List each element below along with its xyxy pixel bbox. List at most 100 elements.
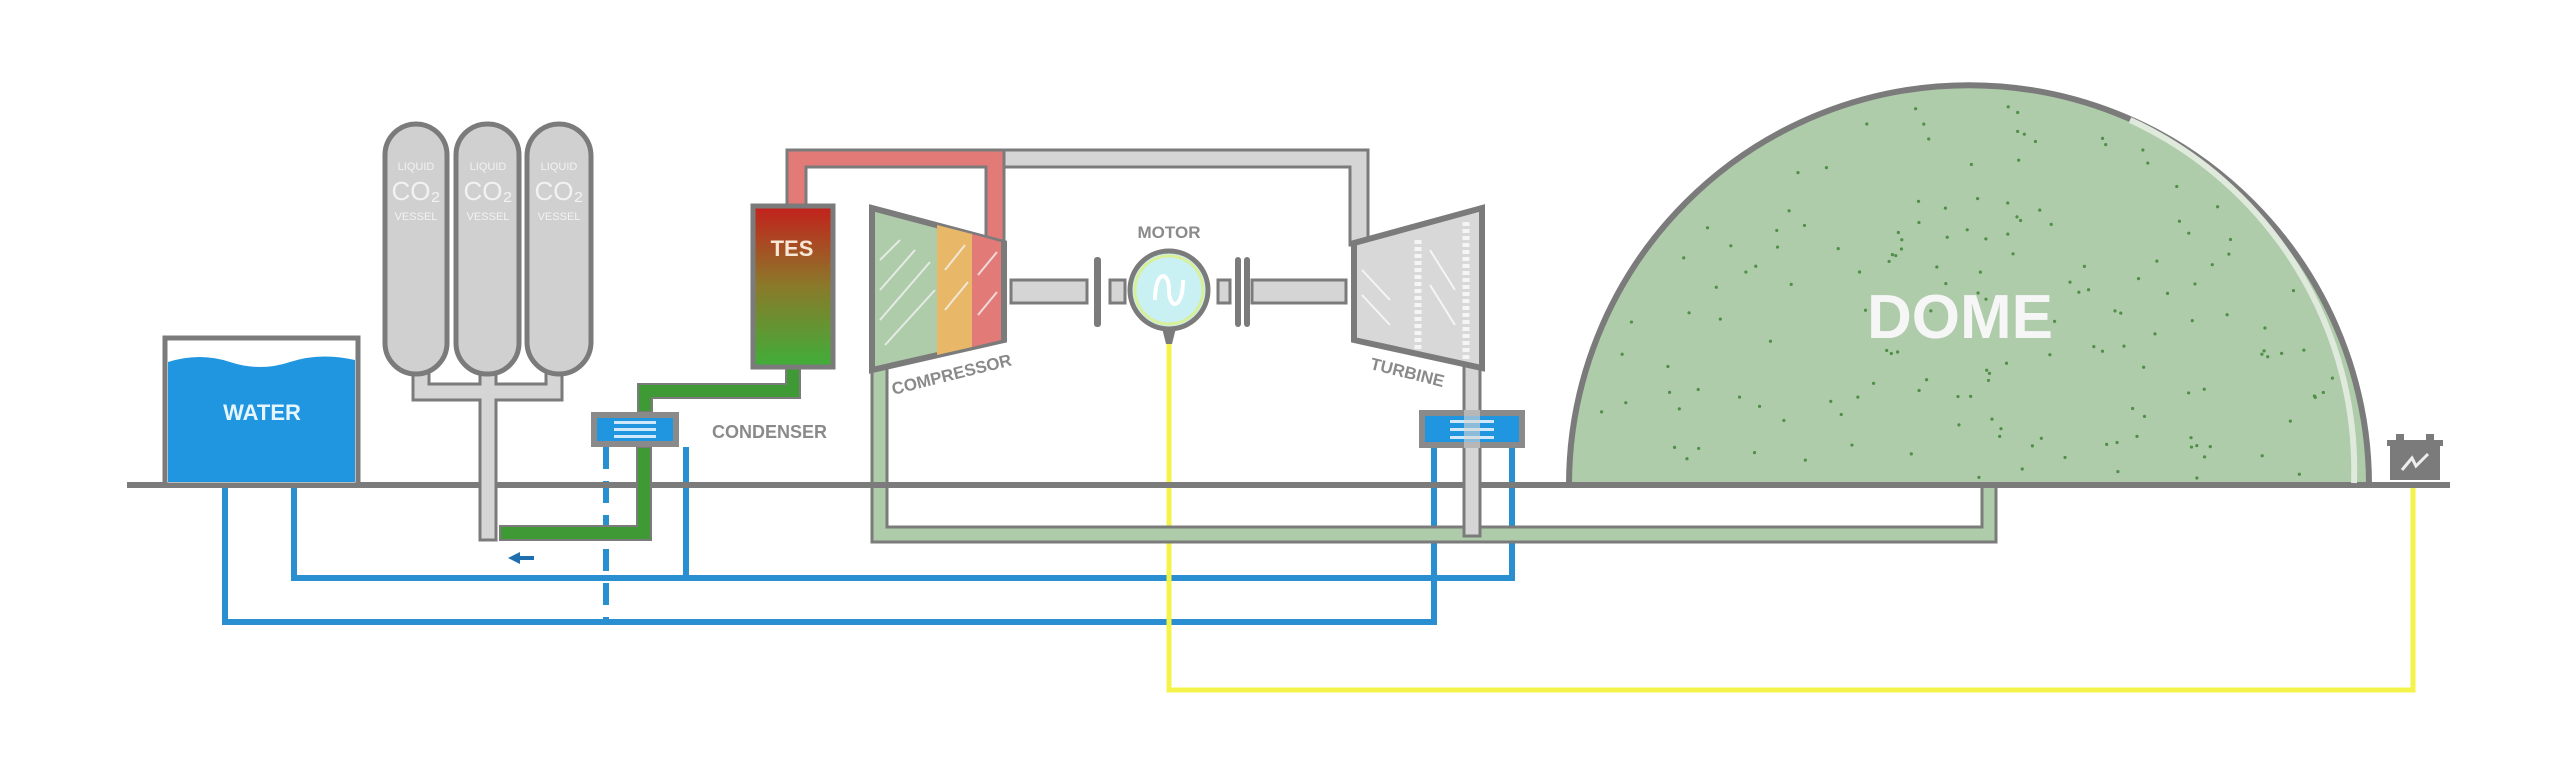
gas-particle <box>1824 166 1829 170</box>
vessel-label-top: LIQUID <box>470 161 507 173</box>
liquid-co2-pipe-lower <box>499 446 652 541</box>
gas-particle <box>2135 434 2139 439</box>
gas-particle <box>1856 395 1860 399</box>
gas-particle <box>2288 419 2292 423</box>
gas-particle <box>1887 259 1891 264</box>
gas-particle <box>1796 171 1800 175</box>
gas-particle <box>1629 320 1634 324</box>
gas-particle <box>1976 291 1980 295</box>
gas-particle <box>1999 427 2003 431</box>
dome-gas-particles <box>1599 105 2334 480</box>
gas-particle <box>1917 388 1921 393</box>
gas-particle <box>1985 368 1989 372</box>
gas-particle <box>2016 110 2020 115</box>
vessel-2: LIQUID CO₂ VESSEL <box>453 121 522 377</box>
gas-particle <box>1677 407 1681 411</box>
gas-particle <box>1889 351 1893 356</box>
gas-particle <box>2006 232 2010 236</box>
gas-particle <box>2321 390 2325 395</box>
gas-particle <box>2020 467 2024 471</box>
gas-particle <box>1965 228 1969 232</box>
vessel-manifold <box>411 370 564 542</box>
co2-vessels: LIQUID CO₂ VESSEL LIQUID CO₂ VESSEL LIQU… <box>382 121 594 542</box>
vessel-label-top: LIQUID <box>541 161 578 173</box>
gas-particle <box>1969 162 1973 167</box>
gas-particle <box>2105 442 2109 446</box>
gas-particle <box>2063 455 2067 460</box>
power-line <box>1166 340 2416 693</box>
gas-particle <box>2104 143 2108 147</box>
gas-particle <box>2122 344 2126 348</box>
gas-particle <box>1757 404 1762 408</box>
gas-particle <box>1917 220 1921 225</box>
gas-particle <box>2153 332 2157 336</box>
water-label: WATER <box>223 400 301 425</box>
gas-particle <box>1977 475 1981 479</box>
gas-particle <box>1872 381 1876 385</box>
gas-particle <box>2291 288 2296 293</box>
gas-particle <box>1990 417 1994 421</box>
gas-particle <box>1968 297 1972 301</box>
gas-particle <box>2113 309 2117 313</box>
motor-label: MOTOR <box>1138 223 1201 242</box>
gas-particle <box>2006 201 2010 205</box>
gas-particle <box>2202 455 2207 459</box>
gas-particle <box>1850 443 1854 447</box>
couplings <box>1094 257 1250 327</box>
gas-particle <box>2077 290 2081 294</box>
water-tank: WATER <box>162 335 361 488</box>
gas-particle <box>2155 259 2159 263</box>
sine-wave-icon <box>1153 274 1185 306</box>
gas-particle <box>1787 209 1791 213</box>
tes-label: TES <box>771 236 814 261</box>
gas-particle <box>1957 423 1961 427</box>
gas-particle <box>2100 136 2105 140</box>
gas-particle <box>2018 218 2023 223</box>
gas-particle <box>2141 148 2145 152</box>
gas-particle <box>1802 223 1807 228</box>
gas-particle <box>1705 226 1710 230</box>
gas-particle <box>2175 184 2179 189</box>
gas-particle <box>2015 215 2019 219</box>
gas-particle <box>2260 454 2264 458</box>
vessel-label-main: CO₂ <box>463 176 512 206</box>
water-line-upper <box>291 448 1515 581</box>
dome-label: DOME <box>1867 283 2053 352</box>
vessel-label-bottom: VESSEL <box>395 211 438 223</box>
gas-particle <box>1682 256 1686 260</box>
gas-particle <box>2216 205 2220 209</box>
vessel-label-bottom: VESSEL <box>467 211 510 223</box>
vessel-label-top: LIQUID <box>398 161 435 173</box>
gas-particle <box>2228 237 2233 242</box>
gas-particle <box>1687 311 1691 315</box>
gas-particle <box>2263 326 2267 330</box>
gas-particle <box>1768 339 1773 343</box>
ground-line <box>127 482 2450 488</box>
gas-particle <box>2195 476 2199 480</box>
gas-particle <box>1890 253 1895 257</box>
dome: DOME <box>1565 82 2373 488</box>
gas-particle <box>1667 390 1672 394</box>
gas-particle <box>1685 457 1689 461</box>
gas-particle <box>1803 458 1807 462</box>
gas-particle <box>1987 371 1992 375</box>
gas-particle <box>2033 139 2038 144</box>
gas-particle <box>1900 238 1904 242</box>
vessel-label-main: CO₂ <box>391 176 440 206</box>
gas-particle <box>1922 122 1926 126</box>
gas-particle <box>1782 418 1786 423</box>
turbine-outlet-pipe <box>1462 364 1482 538</box>
drive-shaft <box>1009 278 1348 305</box>
gas-particle <box>1943 206 1947 210</box>
gas-particle <box>2039 436 2043 440</box>
gas-particle <box>2227 252 2231 256</box>
gas-particle <box>2017 158 2021 162</box>
gas-particle <box>2313 395 2317 399</box>
gas-particle <box>2119 311 2123 315</box>
liquid-co2-pipe-upper <box>637 366 801 413</box>
gas-particle <box>2116 469 2120 474</box>
gas-particle <box>2189 436 2193 440</box>
gas-particle <box>2189 445 2194 449</box>
vessel-1: LIQUID CO₂ VESSEL <box>382 121 450 377</box>
gas-particle <box>1935 265 1939 269</box>
